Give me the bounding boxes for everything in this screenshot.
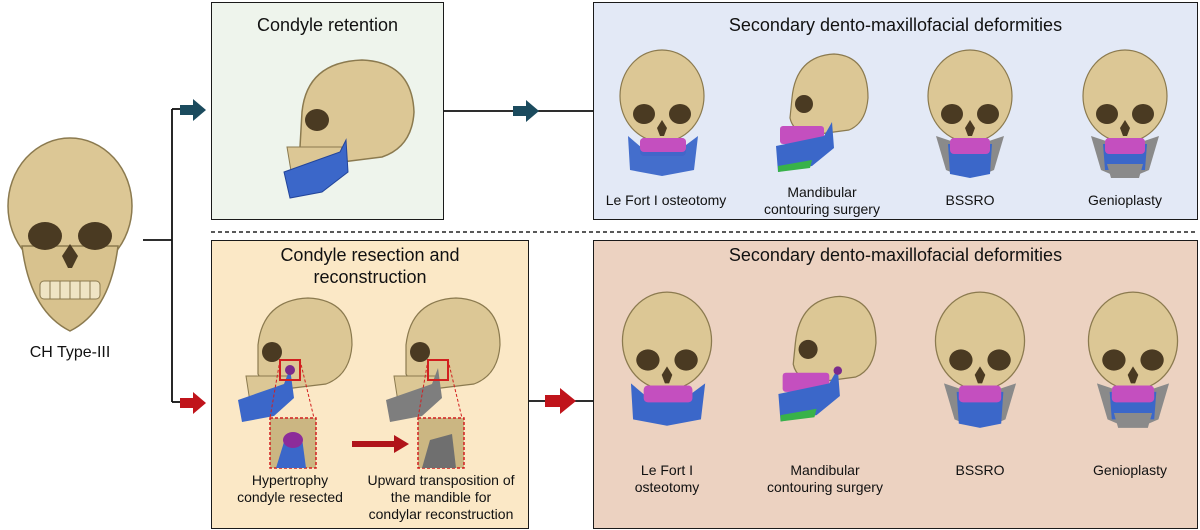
skull-lateral-condyle-retention (283, 59, 415, 199)
label-hypertrophy-condyle-resected: Hypertrophy condyle resected (237, 472, 343, 505)
label-bottom-bssro: BSSRO (955, 462, 1005, 478)
title-secondary-deformities-top: Secondary dento-maxillofacial deformitie… (728, 15, 1063, 35)
label-top-le-fort: Le Fort I osteotomy (605, 192, 727, 208)
label-top-genioplasty: Genioplasty (1088, 192, 1162, 208)
label-bottom-le-fort: Le Fort I osteotomy (634, 462, 700, 495)
skull-bottom-le-fort (621, 291, 713, 426)
title-secondary-deformities-bottom: Secondary dento-maxillofacial deformitie… (728, 245, 1063, 265)
arrow-to-secondary-top (513, 100, 539, 122)
skull-lateral-transposition (386, 297, 501, 422)
arrow-to-secondary-bottom (545, 388, 576, 414)
arrow-resection-to-transposition (352, 435, 409, 453)
panel-secondary-deformities-bottom (593, 240, 1198, 529)
title-condyle-retention: Condyle retention (256, 15, 399, 35)
zoom-inset-resected-condyle (269, 359, 317, 469)
arrow-to-condyle-resection (180, 392, 206, 414)
skull-top-genioplasty (1082, 49, 1168, 178)
skull-bottom-bssro (934, 291, 1026, 428)
label-bottom-mandibular-contouring: Mandibular contouring surgery (767, 462, 883, 495)
skull-lateral-resection (238, 297, 353, 422)
skull-top-bssro (927, 49, 1013, 178)
arrow-to-condyle-retention (180, 99, 206, 121)
skull-bottom-genioplasty (1087, 291, 1179, 428)
label-top-bssro: BSSRO (945, 192, 995, 208)
skull-top-le-fort (619, 49, 705, 176)
label-bottom-genioplasty: Genioplasty (1093, 462, 1167, 478)
source-label: CH Type-III (29, 344, 111, 361)
skull-frontal-ch-type-iii (7, 137, 133, 332)
title-condyle-resection: Condyle resection and reconstruction (280, 245, 460, 287)
skull-top-mandibular-contouring (776, 53, 869, 172)
label-top-mandibular-contouring: Mandibular contouring surgery (764, 184, 880, 217)
label-upward-transposition: Upward transposition of the mandible for… (367, 472, 515, 522)
zoom-inset-transposed-mandible (417, 359, 465, 469)
skull-bottom-mandibular-contouring (778, 295, 877, 422)
